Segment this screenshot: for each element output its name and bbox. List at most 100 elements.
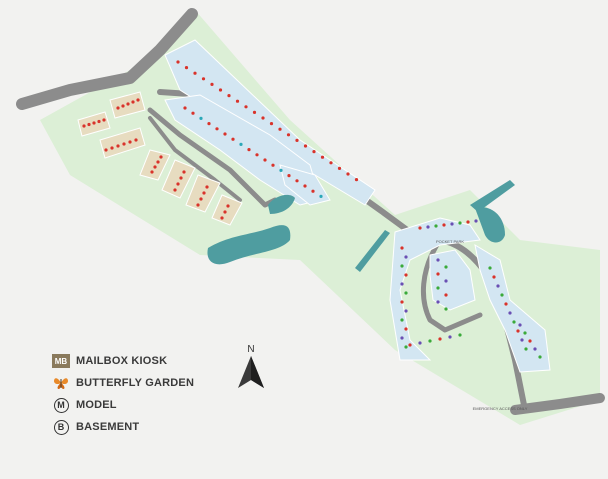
lot-dot — [199, 197, 203, 201]
lot-dot — [538, 355, 542, 359]
lot-dot — [346, 172, 350, 176]
pond-central — [207, 225, 291, 265]
lot-dot — [150, 170, 154, 174]
lot-dot — [312, 150, 316, 154]
lot-dot — [303, 184, 307, 188]
lot-dot — [231, 137, 235, 141]
lot-dot — [261, 116, 265, 120]
lot-dot — [191, 111, 195, 115]
water-features — [207, 180, 515, 272]
legend-item-butterfly: BUTTERFLY GARDEN — [52, 372, 232, 394]
pond-east — [475, 207, 505, 243]
lot-dot — [426, 225, 430, 229]
lot-dot — [193, 71, 197, 75]
lot-dot — [500, 293, 504, 297]
legend-item-mailbox: MB MAILBOX KIOSK — [52, 350, 232, 372]
pond-small — [268, 194, 295, 214]
legend-label: BASEMENT — [76, 421, 140, 433]
lot-dot — [223, 132, 227, 136]
lot-dot — [303, 144, 308, 148]
lot-dot — [104, 148, 108, 152]
lot-dot — [442, 223, 446, 227]
model-circle-icon: M — [52, 396, 70, 414]
lot-dot — [207, 122, 211, 126]
lot-dot — [255, 153, 259, 157]
lot-dot — [404, 309, 408, 313]
lot-dot — [183, 106, 187, 110]
lot-dot — [156, 160, 160, 164]
lot-dot — [136, 98, 140, 102]
lot-dot — [319, 194, 323, 198]
lot-dot — [287, 174, 291, 178]
lot-dot — [121, 104, 125, 108]
creek-west — [355, 230, 390, 272]
lot-dot — [450, 222, 454, 226]
lot-dot — [271, 163, 275, 167]
lot-dot — [523, 331, 527, 335]
lot-dot — [134, 138, 138, 142]
lot-dot — [474, 219, 478, 223]
lot-dot — [128, 140, 132, 144]
lot-dot — [215, 127, 219, 131]
lot-dot — [286, 133, 291, 137]
lot-dot — [444, 293, 448, 297]
lot-dot — [226, 204, 230, 208]
lot-dot — [404, 327, 408, 331]
lot-dot — [404, 255, 408, 259]
lot-dot — [116, 106, 120, 110]
legend-label: MAILBOX KIOSK — [76, 355, 168, 367]
legend-label: MODEL — [76, 399, 117, 411]
lot-dot — [153, 165, 157, 169]
lot-dot — [252, 110, 257, 114]
lot-dot — [239, 142, 243, 146]
lot-dot — [210, 82, 214, 86]
north-label: N — [247, 344, 254, 355]
legend-item-basement: B BASEMENT — [52, 416, 232, 438]
lot-dot — [520, 338, 524, 342]
lot-dot — [126, 102, 130, 106]
lot-dot — [235, 99, 240, 103]
lot-dot — [504, 302, 508, 306]
lot-dot — [444, 279, 448, 283]
lot-dot — [102, 118, 106, 122]
lot-dot — [263, 158, 267, 162]
pocket-park-label: POCKET PARK — [436, 239, 464, 244]
lot-dot — [227, 94, 231, 98]
lot-dot — [434, 224, 438, 228]
lot-dot — [488, 266, 492, 270]
lot-dot — [404, 345, 408, 349]
lot-dot — [354, 178, 359, 182]
lot-dot — [436, 286, 440, 290]
lot-dot — [218, 88, 223, 92]
lot-dot — [508, 311, 512, 315]
west-loop-road — [420, 237, 483, 333]
lot-dot — [458, 221, 462, 225]
lot-dot — [82, 124, 86, 128]
lot-dot — [428, 339, 432, 343]
lot-dot — [518, 323, 522, 327]
lot-dot — [179, 176, 183, 180]
lot-dot — [131, 100, 135, 104]
lot-dot — [438, 337, 442, 341]
legend-item-model: M MODEL — [52, 394, 232, 416]
south-lane-road — [148, 116, 242, 202]
lot-dot — [458, 333, 462, 337]
lot-dot — [122, 142, 126, 146]
lot-dot — [496, 284, 500, 288]
lot-dot — [400, 282, 404, 286]
lot-dot — [512, 320, 516, 324]
legend-label: BUTTERFLY GARDEN — [76, 377, 195, 389]
lot-dot — [337, 166, 342, 170]
lot-dot — [408, 343, 412, 347]
lot-dot — [205, 185, 209, 189]
map-legend: MB MAILBOX KIOSK BUTTERFLY GARDEN M MODE… — [52, 350, 232, 438]
lot-dot — [269, 122, 274, 126]
lot-dot — [436, 272, 440, 276]
lot-dot — [220, 216, 224, 220]
southeast-road — [510, 393, 605, 415]
lot-dot — [176, 182, 180, 186]
lot-dot — [92, 121, 96, 125]
creek-north — [470, 180, 515, 212]
lot-dot — [223, 210, 227, 214]
